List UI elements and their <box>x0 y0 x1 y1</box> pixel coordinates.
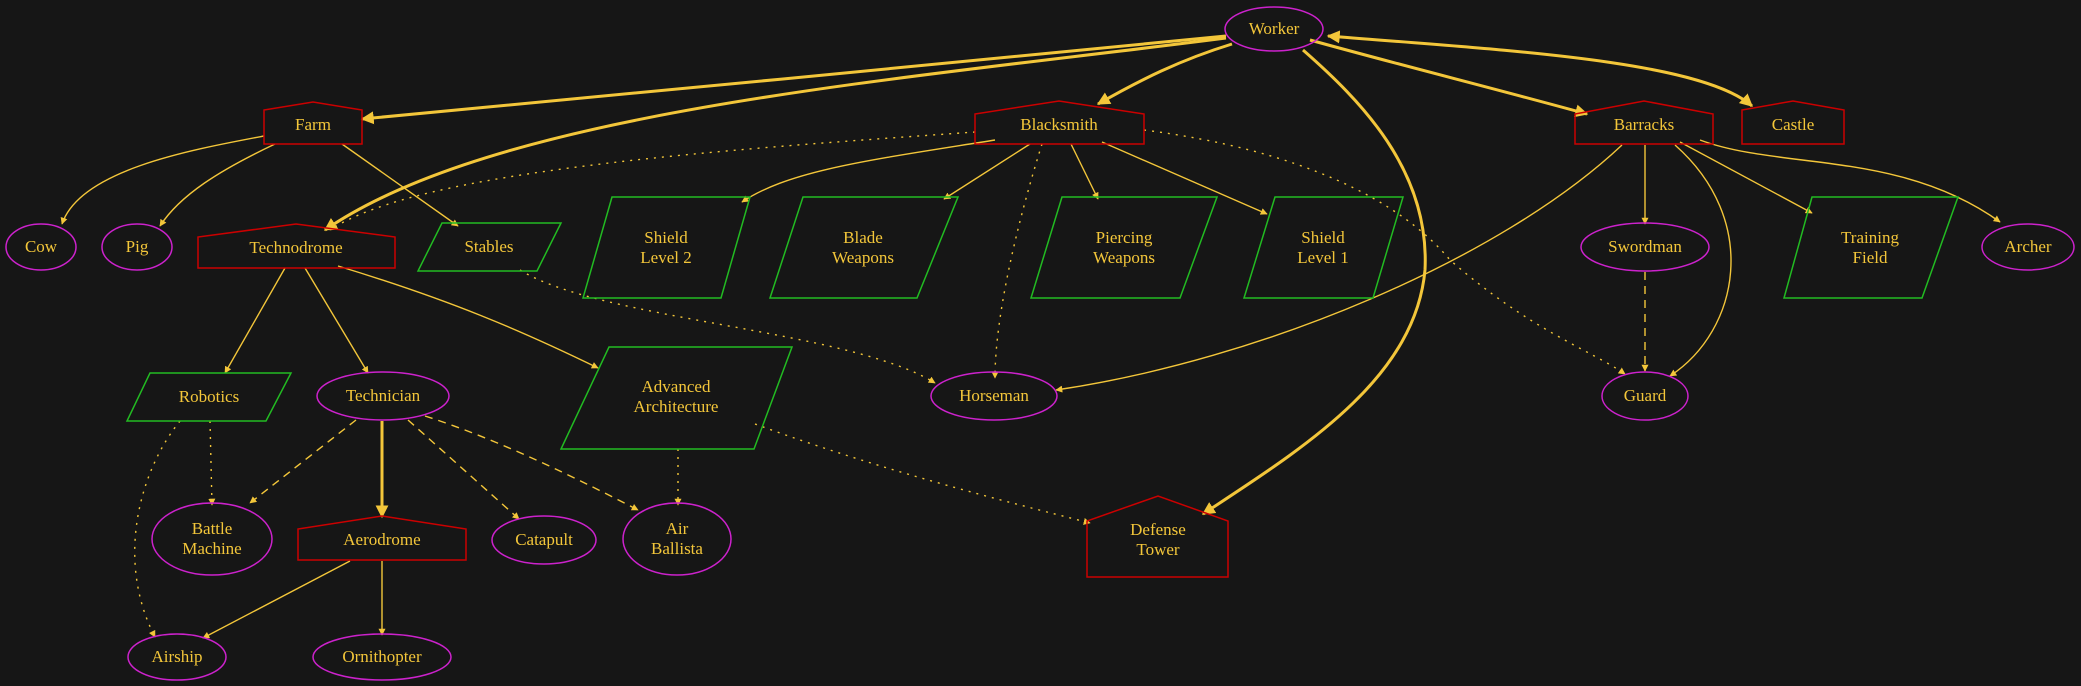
svg-text:Blacksmith: Blacksmith <box>1020 115 1098 134</box>
edge-technician-catapult <box>407 419 520 520</box>
svg-text:Architecture: Architecture <box>634 397 719 416</box>
edge-blacksmith-horseman <box>991 143 1043 379</box>
svg-text:Stables: Stables <box>464 237 513 256</box>
svg-text:Level 1: Level 1 <box>1297 248 1348 267</box>
node-barracks[interactable]: Barracks <box>1574 100 1714 145</box>
node-worker[interactable]: Worker <box>1224 6 1324 52</box>
edge-worker-farm <box>360 34 1227 125</box>
svg-text:Tower: Tower <box>1136 540 1180 559</box>
node-cow[interactable]: Cow <box>5 223 77 271</box>
edge-castle-worker <box>1326 30 1753 108</box>
svg-text:Worker: Worker <box>1249 19 1300 38</box>
svg-text:Archer: Archer <box>2004 237 2052 256</box>
svg-text:Piercing: Piercing <box>1096 228 1153 247</box>
edge-technodrome-advanced <box>337 265 599 369</box>
edge-blacksmith-shield1 <box>1101 141 1268 215</box>
edge-farm-pig <box>159 143 276 227</box>
node-ornithopter[interactable]: Ornithopter <box>312 633 452 681</box>
node-guard[interactable]: Guard <box>1601 371 1689 421</box>
node-archer[interactable]: Archer <box>1981 223 2075 271</box>
node-blacksmith[interactable]: Blacksmith <box>974 100 1145 145</box>
node-aerodrome[interactable]: Aerodrome <box>297 515 467 561</box>
node-catapult[interactable]: Catapult <box>491 515 597 565</box>
edge-blacksmith-piercing <box>1070 143 1099 200</box>
svg-text:Robotics: Robotics <box>179 387 239 406</box>
edge-blacksmith-technodrome <box>329 131 976 231</box>
svg-text:Battle: Battle <box>192 519 233 538</box>
node-defense-tower[interactable]: Defense Tower <box>1086 495 1229 578</box>
edge-barracks-guard <box>1669 144 1732 377</box>
node-blade-weapons[interactable]: Blade Weapons <box>768 196 960 299</box>
edge-advanced-defense <box>754 423 1091 525</box>
svg-text:Field: Field <box>1853 248 1888 267</box>
svg-text:Air: Air <box>666 519 689 538</box>
edge-barracks-horseman <box>1055 144 1623 393</box>
svg-text:Machine: Machine <box>182 539 241 558</box>
node-training-field[interactable]: Training Field <box>1783 196 1960 299</box>
node-air-ballista[interactable]: Air Ballista <box>622 502 732 576</box>
svg-text:Advanced: Advanced <box>642 377 711 396</box>
svg-text:Technodrome: Technodrome <box>249 238 342 257</box>
node-shield-level-2[interactable]: Shield Level 2 <box>582 196 751 299</box>
svg-text:Blade: Blade <box>843 228 883 247</box>
node-robotics[interactable]: Robotics <box>125 372 293 422</box>
node-technician[interactable]: Technician <box>316 371 450 421</box>
svg-text:Barracks: Barracks <box>1614 115 1674 134</box>
svg-text:Shield: Shield <box>1301 228 1345 247</box>
svg-text:Guard: Guard <box>1624 386 1667 405</box>
edge-blacksmith-guard <box>1143 129 1626 375</box>
edge-technodrome-robotics <box>224 267 286 374</box>
node-horseman[interactable]: Horseman <box>930 371 1058 421</box>
svg-text:Weapons: Weapons <box>832 248 894 267</box>
svg-text:Horseman: Horseman <box>959 386 1029 405</box>
svg-text:Shield: Shield <box>644 228 688 247</box>
svg-text:Ballista: Ballista <box>651 539 703 558</box>
svg-text:Defense: Defense <box>1130 520 1186 539</box>
edge-farm-stables <box>341 143 459 227</box>
node-swordman[interactable]: Swordman <box>1580 222 1710 272</box>
node-farm[interactable]: Farm <box>263 101 363 145</box>
svg-text:Cow: Cow <box>25 237 58 256</box>
edge-blacksmith-shield2 <box>741 139 996 203</box>
svg-text:Ornithopter: Ornithopter <box>342 647 422 666</box>
edge-worker-barracks <box>1309 38 1589 118</box>
svg-text:Weapons: Weapons <box>1093 248 1155 267</box>
svg-text:Airship: Airship <box>152 647 203 666</box>
edge-worker-defense-tower <box>1201 48 1427 516</box>
svg-text:Catapult: Catapult <box>515 530 573 549</box>
node-advanced-architecture[interactable]: Advanced Architecture <box>559 346 794 450</box>
svg-text:Pig: Pig <box>126 237 149 256</box>
svg-text:Level 2: Level 2 <box>640 248 691 267</box>
edge-technodrome-technician <box>304 267 369 374</box>
svg-text:Swordman: Swordman <box>1608 237 1682 256</box>
edge-technician-battle <box>249 419 357 504</box>
node-airship[interactable]: Airship <box>127 633 227 681</box>
node-battle-machine[interactable]: Battle Machine <box>151 502 273 576</box>
node-castle[interactable]: Castle <box>1741 100 1845 145</box>
edge-farm-cow <box>60 135 265 225</box>
edge-stables-horseman <box>519 269 936 384</box>
node-technodrome[interactable]: Technodrome <box>197 223 396 269</box>
edge-robotics-airship <box>134 420 181 638</box>
svg-text:Training: Training <box>1841 228 1899 247</box>
svg-text:Castle: Castle <box>1772 115 1815 134</box>
edge-worker-technodrome <box>323 36 1227 232</box>
edge-aerodrome-airship <box>202 560 351 639</box>
edge-worker-blacksmith <box>1096 42 1233 106</box>
edge-barracks-archer <box>1699 139 2001 223</box>
node-pig[interactable]: Pig <box>101 223 173 271</box>
edge-technician-airballista <box>424 415 639 511</box>
edge-barracks-training <box>1679 141 1813 214</box>
svg-text:Technician: Technician <box>346 386 421 405</box>
svg-text:Aerodrome: Aerodrome <box>343 530 420 549</box>
node-stables[interactable]: Stables <box>416 222 563 272</box>
node-piercing-weapons[interactable]: Piercing Weapons <box>1029 196 1219 299</box>
edge-blacksmith-blade <box>943 143 1031 200</box>
svg-text:Farm: Farm <box>295 115 331 134</box>
node-shield-level-1[interactable]: Shield Level 1 <box>1242 196 1405 299</box>
edge-robotics-battle <box>208 420 216 506</box>
